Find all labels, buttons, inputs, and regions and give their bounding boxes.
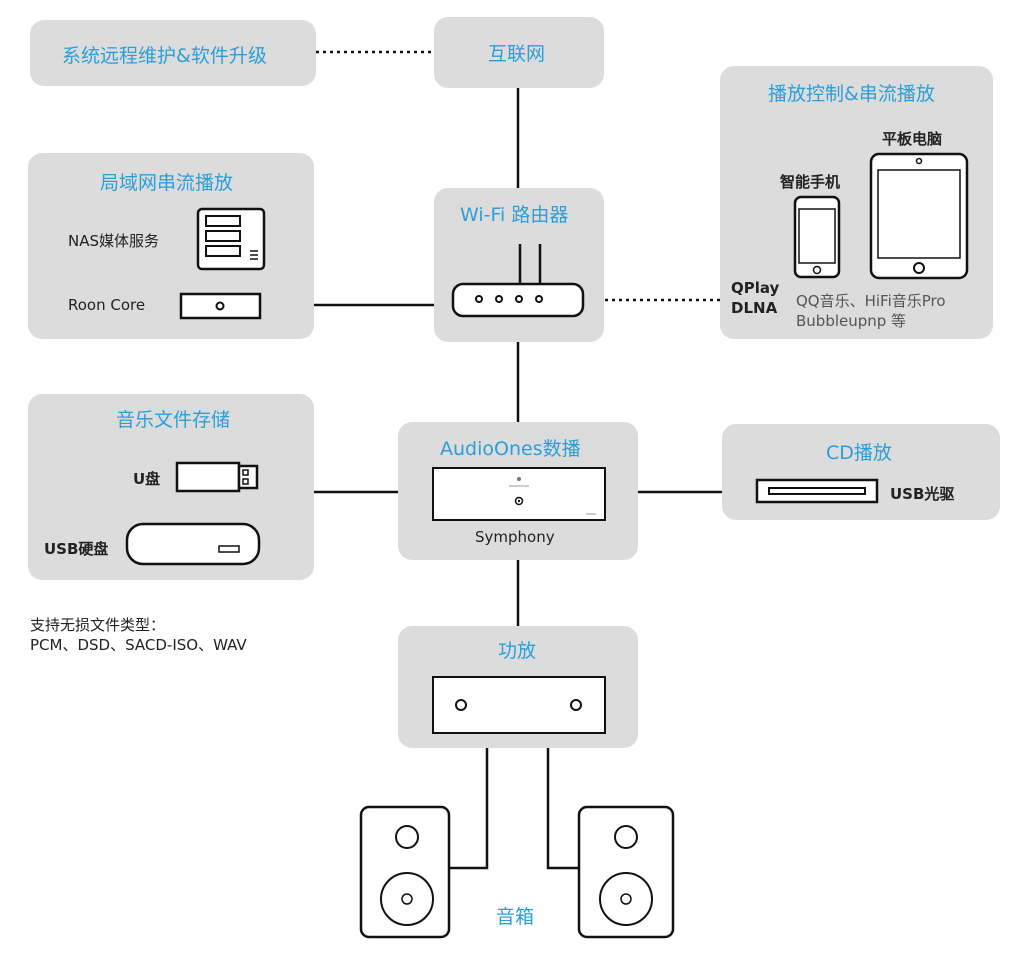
nas-label: NAS媒体服务 [68, 232, 160, 250]
cd-playback-title: CD播放 [826, 442, 892, 464]
smartphone-label: 智能手机 [780, 173, 841, 191]
cd-playback-box [722, 424, 1000, 520]
amplifier-title: 功放 [498, 640, 537, 662]
usb-hard-drive-icon [125, 522, 261, 566]
tablet-icon [869, 152, 969, 280]
speakers-label: 音箱 [496, 906, 535, 928]
right-speaker-icon [577, 805, 675, 939]
lan-streaming-title: 局域网串流播放 [100, 172, 234, 194]
smartphone-icon [793, 195, 841, 279]
left-speaker-icon [359, 805, 451, 939]
usb-optical-drive-icon [755, 478, 879, 504]
roon-core-label: Roon Core [68, 296, 146, 314]
remote-maintenance-title: 系统远程维护&软件升级 [62, 45, 267, 67]
internet-box [434, 17, 604, 88]
usb-optical-drive-label: USB光驱 [890, 485, 955, 503]
streamer-device-icon [432, 467, 606, 521]
protocol-qplay: QPlay [731, 279, 780, 297]
playback-control-title: 播放控制&串流播放 [768, 83, 935, 105]
internet-title: 互联网 [488, 43, 546, 65]
music-storage-title: 音乐文件存储 [116, 409, 231, 431]
protocol-dlna: DLNA [731, 299, 778, 317]
formats-line1: 支持无损文件类型： [30, 616, 166, 634]
player-model: Symphony [475, 528, 555, 546]
wire-amp-left-speaker [448, 748, 489, 870]
apps-line1: QQ音乐、HiFi音乐Pro [796, 292, 946, 310]
nas-server-icon [196, 207, 266, 271]
formats-line2: PCM、DSD、SACD-ISO、WAV [30, 636, 247, 654]
remote-maintenance-box [30, 20, 316, 86]
lan-streaming-box [28, 153, 314, 339]
tablet-label: 平板电脑 [882, 130, 943, 148]
router-title: Wi-Fi 路由器 [460, 204, 569, 226]
router-icon [451, 244, 585, 318]
usb-flash-drive-icon [175, 461, 259, 493]
audioones-player-title: AudioOnes数播 [440, 438, 581, 460]
amplifier-icon [432, 676, 606, 734]
wire-amp-right-speaker [546, 748, 580, 870]
usb-hdd-label: USB硬盘 [44, 540, 109, 558]
apps-line2: Bubbleupnp 等 [796, 312, 907, 330]
udisk-label: U盘 [133, 470, 161, 488]
roon-core-device-icon [179, 292, 262, 320]
